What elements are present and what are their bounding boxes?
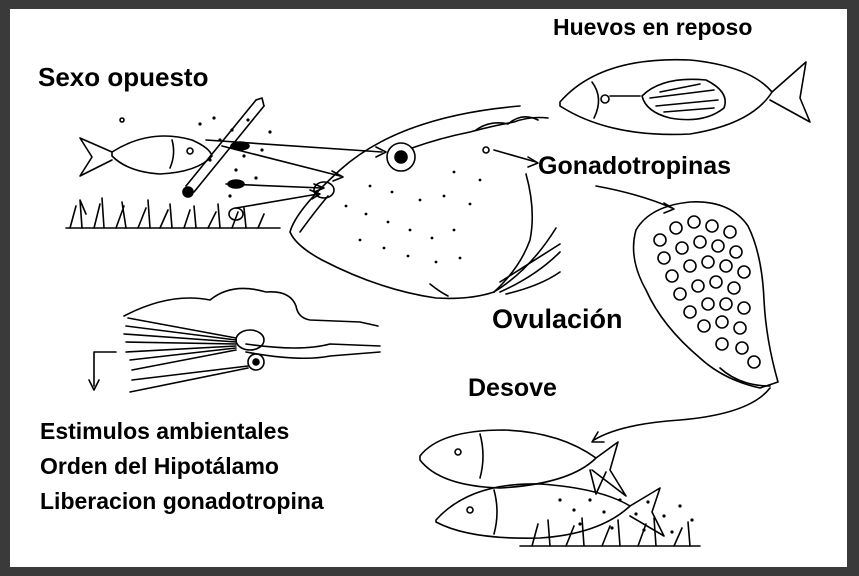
label-ovulacion: Ovulación [492,306,623,333]
label-gonadotropinas: Gonadotropinas [538,154,731,179]
fish-with-ovary-icon [560,60,810,135]
fish-outline-icon [80,118,212,176]
thermometer-icon [183,98,264,197]
seaweed-icon [66,198,280,228]
stimuli-arrows [206,140,386,208]
spawning-fish-pair-icon [420,430,700,546]
legend-orden-hipotalamo: Orden del Hipotálamo [40,455,279,478]
brain-hypothalamus-icon [89,288,380,392]
fish-head-dots [345,171,482,264]
label-desove: Desove [468,376,557,401]
fish-head-brain-icon [290,106,560,298]
ovulation-arrow [592,388,770,442]
legend-liberacion-gonadotropina: Liberacion gonadotropina [40,490,324,513]
label-huevos-en-reposo: Huevos en reposo [553,16,752,39]
ovary-eggs-icon [634,202,778,388]
legend-estimulos-ambientales: Estimulos ambientales [40,420,289,443]
label-sexo-opuesto: Sexo opuesto [38,64,208,90]
